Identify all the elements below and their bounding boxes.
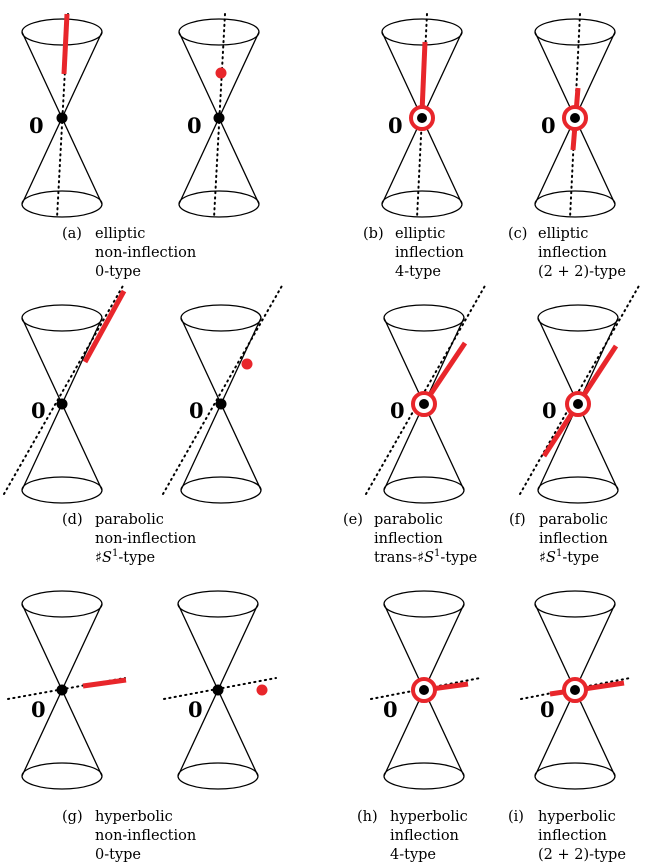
cone-top-ellipse: [383, 590, 465, 618]
cone-bottom-ellipse: [21, 476, 103, 504]
caption-tag: (e): [343, 512, 363, 528]
red-segment: [61, 13, 70, 75]
vertex-point: [56, 398, 68, 410]
caption-tag: (f): [509, 512, 526, 528]
caption-tag: (g): [62, 809, 83, 825]
caption-line: non-inflection: [95, 828, 197, 844]
caption-line: ♯S1-type: [539, 548, 600, 566]
red-point: [256, 684, 268, 696]
caption-line: 0-type: [95, 264, 142, 280]
vertex-point: [570, 685, 580, 695]
vertex-point: [56, 112, 68, 124]
red-point: [241, 358, 253, 370]
cone-bottom-ellipse: [178, 190, 260, 218]
cone-top-ellipse: [534, 18, 616, 46]
dotted-axis-line: [519, 283, 641, 495]
cone-bottom-ellipse: [537, 476, 619, 504]
zero-label: 0: [187, 113, 202, 138]
cone-bottom-ellipse: [177, 762, 259, 790]
zero-label: 0: [388, 113, 403, 138]
caption-line: inflection: [538, 245, 607, 261]
cone-bottom-ellipse: [383, 762, 465, 790]
cone-top-ellipse: [537, 304, 619, 332]
vertex-point: [417, 113, 427, 123]
cone-top-ellipse: [177, 590, 259, 618]
vertex-point: [419, 685, 429, 695]
caption-tag: (d): [62, 512, 83, 528]
caption-line: inflection: [374, 531, 443, 547]
red-point: [215, 67, 227, 79]
caption-line: inflection: [395, 245, 464, 261]
vertex-point: [570, 113, 580, 123]
dotted-axis-line: [365, 283, 487, 495]
caption-line: hyperbolic: [95, 809, 173, 825]
zero-label: 0: [188, 697, 203, 722]
cone-bottom-ellipse: [21, 190, 103, 218]
red-segment: [82, 677, 127, 689]
caption-tag: (h): [357, 809, 378, 825]
zero-label: 0: [540, 697, 555, 722]
cone-top-ellipse: [21, 590, 103, 618]
zero-label: 0: [390, 398, 405, 423]
caption-line: inflection: [539, 531, 608, 547]
cone-top-ellipse: [21, 18, 103, 46]
caption-line: 4-type: [390, 847, 437, 863]
vertex-point: [56, 684, 68, 696]
caption-tag: (b): [363, 226, 384, 242]
caption-line: elliptic: [395, 226, 446, 242]
red-segment: [82, 289, 127, 364]
caption-line: trans-♯S1-type: [374, 548, 478, 566]
cone-bottom-ellipse: [381, 190, 463, 218]
caption-tag: (i): [508, 809, 524, 825]
caption-line: elliptic: [538, 226, 589, 242]
red-segment: [419, 41, 428, 113]
caption-line: hyperbolic: [538, 809, 616, 825]
vertex-point: [419, 399, 429, 409]
vertex-point: [573, 399, 583, 409]
caption-line: 4-type: [395, 264, 442, 280]
cone-bottom-ellipse: [534, 190, 616, 218]
dotted-axis-line: [3, 283, 125, 495]
caption-line: parabolic: [95, 512, 164, 528]
cone-bottom-ellipse: [534, 762, 616, 790]
caption-line: 0-type: [95, 847, 142, 863]
cone-top-ellipse: [180, 304, 262, 332]
cone-top-ellipse: [381, 18, 463, 46]
caption-line: non-inflection: [95, 245, 197, 261]
cone-bottom-ellipse: [180, 476, 262, 504]
zero-label: 0: [542, 398, 557, 423]
caption-line: non-inflection: [95, 531, 197, 547]
cone-top-ellipse: [383, 304, 465, 332]
caption-tag: (a): [62, 226, 82, 242]
caption-line: (2 + 2)-type: [538, 847, 626, 863]
caption-line: parabolic: [374, 512, 443, 528]
zero-label: 0: [29, 113, 44, 138]
caption-line: elliptic: [95, 226, 146, 242]
cone-bottom-ellipse: [383, 476, 465, 504]
vertex-point: [212, 684, 224, 696]
caption-line: (2 + 2)-type: [538, 264, 626, 280]
zero-label: 0: [541, 113, 556, 138]
cone-top-ellipse: [21, 304, 103, 332]
caption-tag: (c): [508, 226, 528, 242]
caption-line: parabolic: [539, 512, 608, 528]
cone-bottom-ellipse: [21, 762, 103, 790]
caption-line: inflection: [538, 828, 607, 844]
zero-label: 0: [31, 398, 46, 423]
zero-label: 0: [31, 697, 46, 722]
vertex-point: [213, 112, 225, 124]
dotted-axis-line: [162, 283, 284, 495]
cone-top-ellipse: [534, 590, 616, 618]
zero-label: 0: [383, 697, 398, 722]
vertex-point: [215, 398, 227, 410]
cone-top-ellipse: [178, 18, 260, 46]
caption-line: inflection: [390, 828, 459, 844]
caption-line: ♯S1-type: [95, 548, 156, 566]
zero-label: 0: [189, 398, 204, 423]
caption-line: hyperbolic: [390, 809, 468, 825]
